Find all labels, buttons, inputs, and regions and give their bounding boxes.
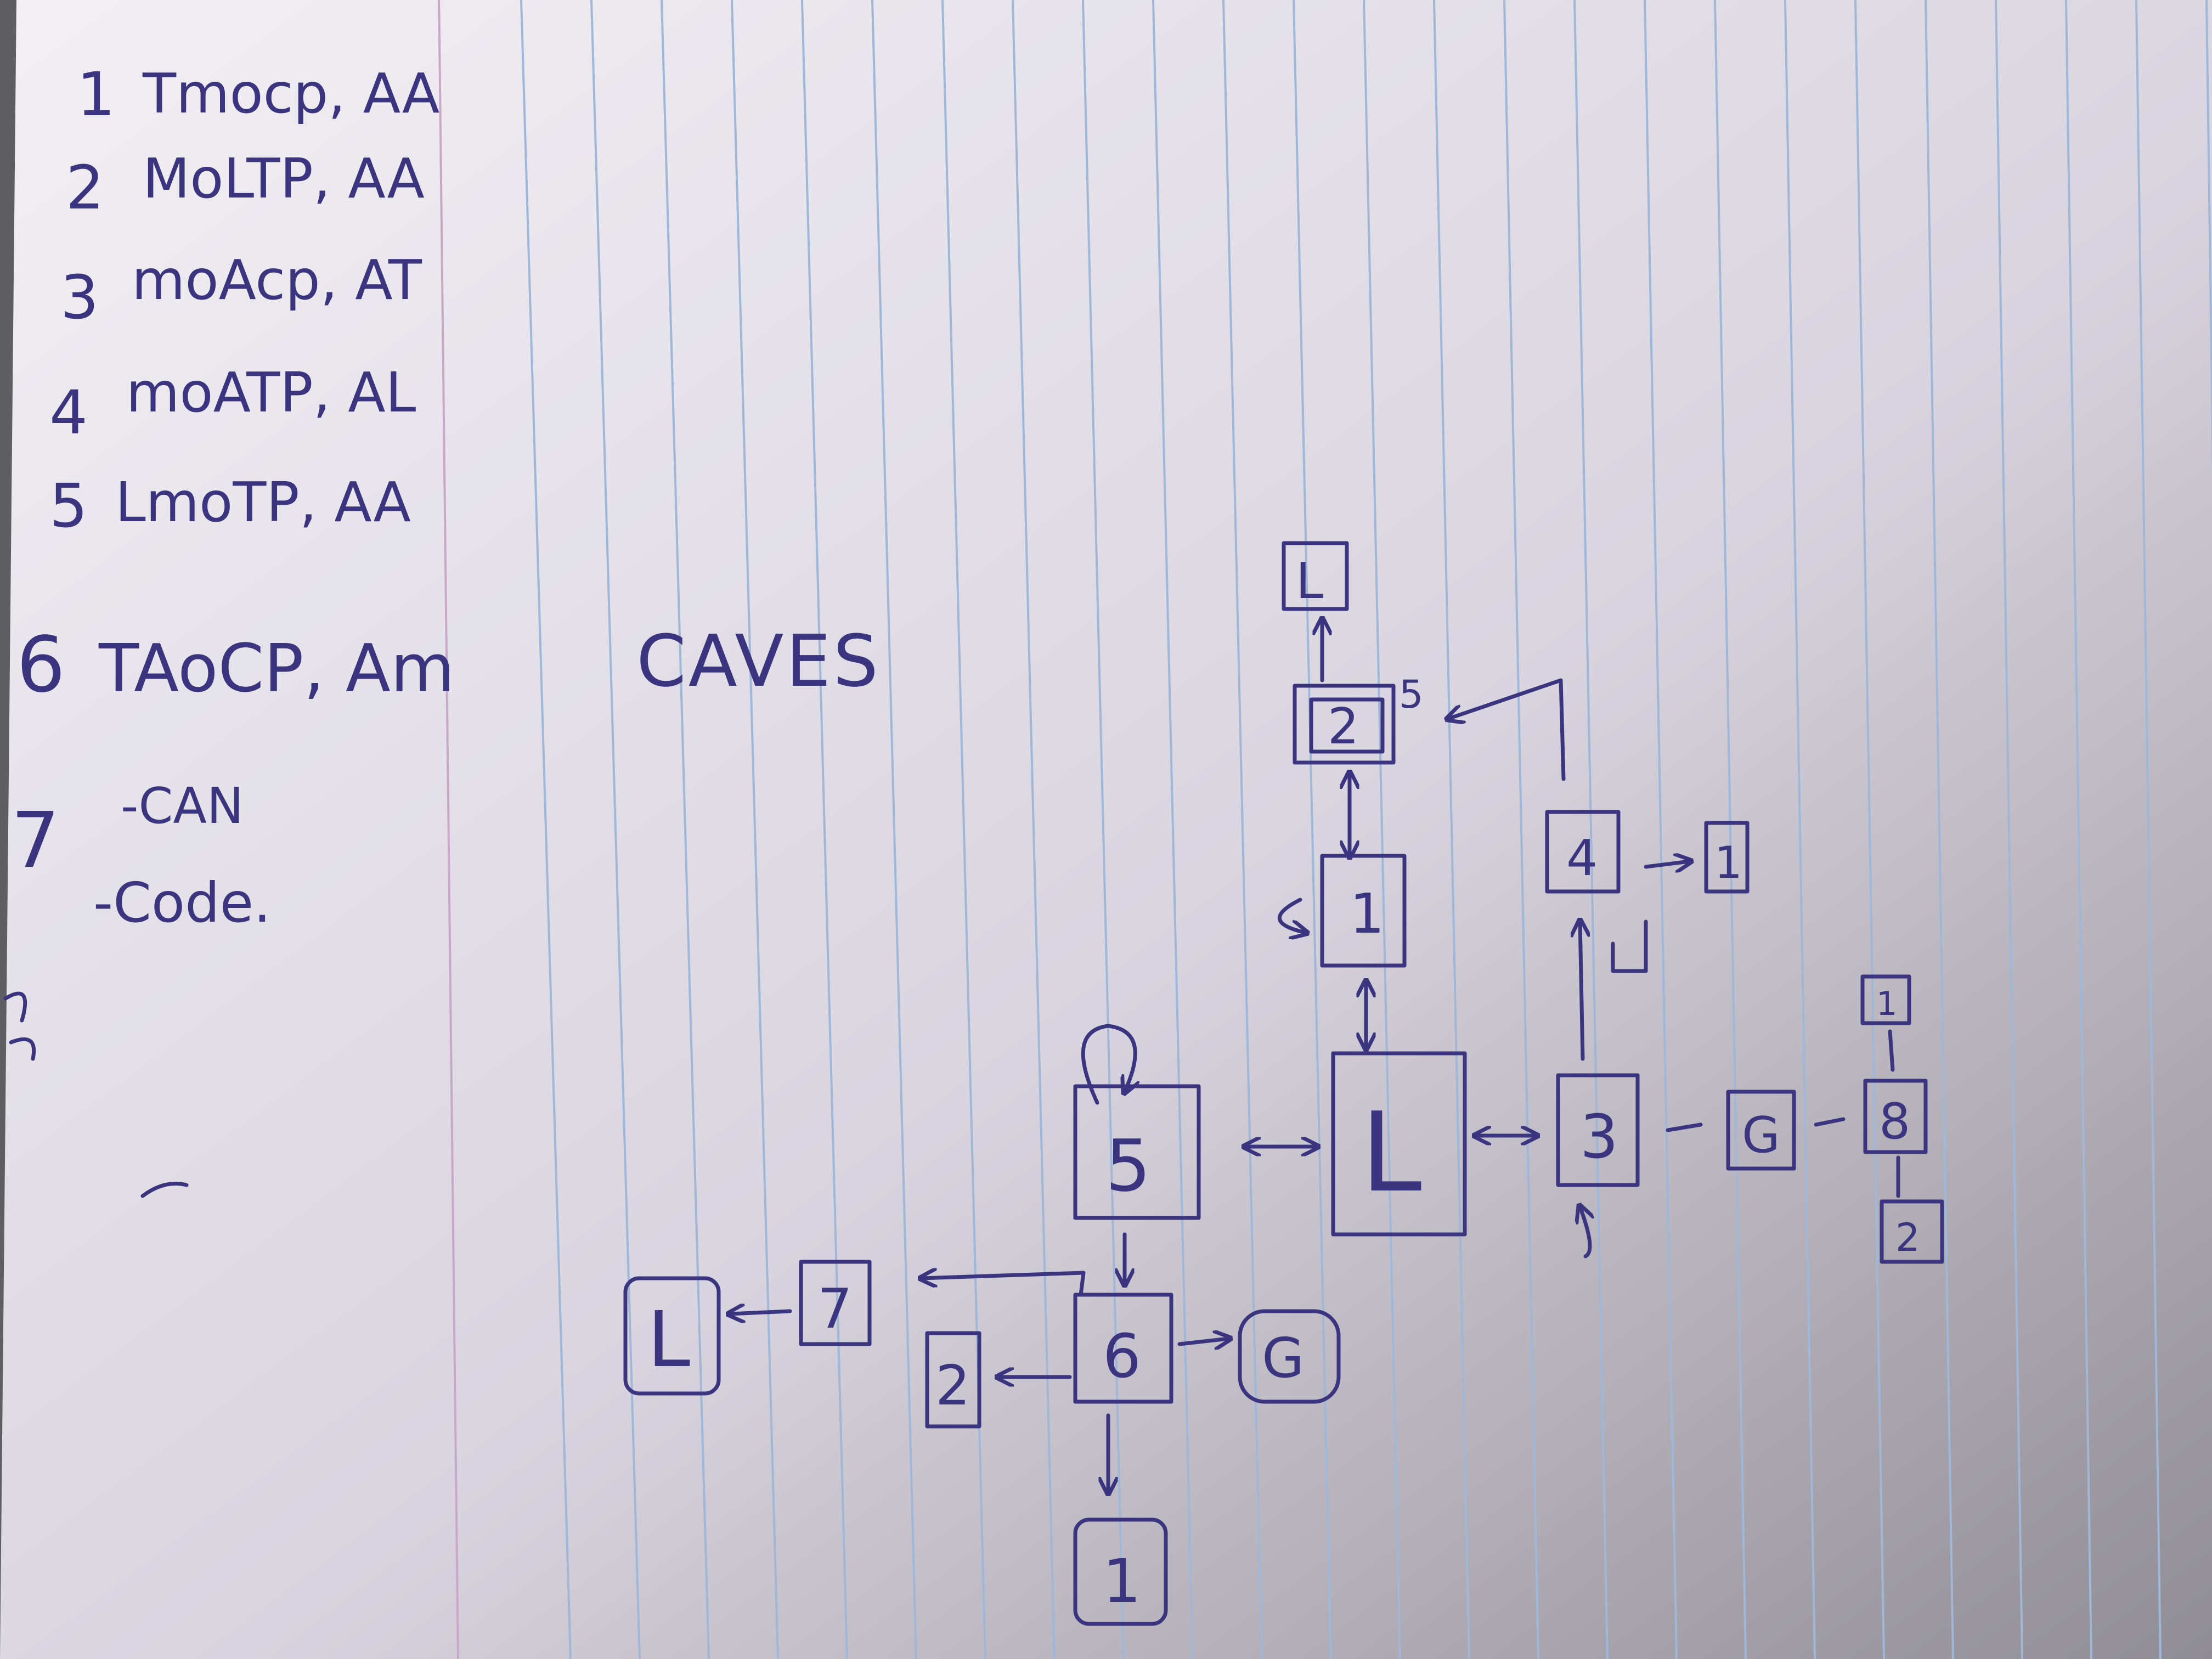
note-num-7: 7	[11, 796, 60, 885]
node-box-6-right	[1238, 1309, 1341, 1404]
node-box-top-l	[1282, 541, 1349, 611]
node-top-l: L	[1296, 552, 1323, 610]
rule-line	[2205, 0, 2212, 475]
rule-line	[731, 0, 779, 1659]
rule-line	[661, 0, 710, 1659]
notes-list: 1 Tmocp, AA 2 MoLTP, AA 3 moAcp, AT 4 mo…	[3, 59, 455, 1198]
rule-line	[1573, 0, 1609, 1659]
node-left-l: L	[647, 1295, 690, 1385]
rule-line	[1082, 0, 1125, 1659]
rule-line	[1152, 0, 1194, 1659]
note-num-1: 1	[77, 59, 115, 129]
node-g: G	[1742, 1107, 1780, 1164]
node-box-8-top	[1860, 974, 1911, 1025]
node-4-right: 1	[1714, 837, 1742, 888]
note-num-5: 5	[49, 471, 88, 541]
rule-line	[1503, 0, 1539, 1659]
node-4: 4	[1566, 830, 1598, 887]
node-box-4-right	[1704, 821, 1750, 894]
note-num-4: 4	[49, 377, 88, 448]
node-8: 8	[1879, 1093, 1910, 1150]
rule-line	[1012, 0, 1056, 1659]
node-box-4	[1545, 810, 1621, 894]
node-2-note: 5	[1399, 672, 1424, 717]
node-box-3	[1556, 1073, 1640, 1187]
node-box-center-l	[1331, 1051, 1467, 1237]
note-text-5: LmoTP, AA	[115, 470, 411, 534]
rule-line	[1784, 0, 1816, 1659]
node-box-g	[1726, 1090, 1796, 1171]
node-box-8-bottom	[1880, 1199, 1944, 1264]
node-6-right: G	[1262, 1326, 1305, 1390]
dash-mark	[140, 1182, 189, 1198]
note-text-2: MoLTP, AA	[143, 146, 425, 211]
rule-line	[1363, 0, 1401, 1659]
rule-line	[1644, 0, 1678, 1659]
node-box-left-l	[623, 1276, 721, 1396]
node-6: 6	[1103, 1321, 1141, 1391]
rule-line	[1925, 0, 1954, 1659]
node-6-bottom: 1	[1103, 1546, 1141, 1616]
rule-line	[590, 0, 641, 1659]
node-2: 2	[1328, 698, 1359, 755]
node-box-2	[1293, 684, 1396, 765]
note-num-2: 2	[66, 153, 104, 223]
note-num-3: 3	[60, 262, 99, 332]
rule-line	[1222, 0, 1263, 1659]
note-text-6: TAoCP, Am	[98, 631, 455, 707]
node-5: 5	[1105, 1124, 1151, 1207]
rule-line	[871, 0, 917, 1659]
rule-line	[801, 0, 848, 1659]
node-box-6-bottom	[1073, 1517, 1168, 1626]
rule-line	[2065, 0, 2092, 1659]
rule-line	[520, 0, 572, 1659]
node-box-6-left	[925, 1331, 981, 1429]
note-text-4: moATP, AL	[126, 360, 416, 425]
rule-line	[1293, 0, 1332, 1659]
note-num-6: 6	[16, 620, 65, 710]
node-1: 1	[1350, 882, 1385, 946]
caves-label: CAVES	[636, 619, 881, 703]
node-center-l: L	[1361, 1089, 1421, 1217]
cave-map: L 2 5 1 L 4 1 3 G	[623, 541, 1944, 1626]
node-box-1	[1320, 854, 1407, 968]
node-3: 3	[1580, 1102, 1618, 1172]
node-7: 7	[817, 1277, 853, 1341]
node-box-6	[1073, 1293, 1173, 1404]
note-text-3: moAcp, AT	[132, 248, 422, 312]
rule-line	[1714, 0, 1747, 1659]
node-8-bottom: 2	[1895, 1215, 1920, 1260]
rule-line	[1854, 0, 1885, 1659]
note-text-7b: -Code.	[93, 871, 271, 935]
rule-line	[1995, 0, 2023, 1659]
node-box-7	[799, 1260, 872, 1346]
scribble-mark	[3, 991, 36, 1061]
node-box-8	[1863, 1079, 1928, 1154]
rule-line	[2135, 0, 2162, 1659]
note-text-7a: -CAN	[121, 777, 244, 835]
rule-line	[1433, 0, 1470, 1659]
note-text-1: Tmocp, AA	[142, 61, 439, 126]
node-8-top: 1	[1876, 985, 1897, 1023]
node-6-left: 2	[935, 1353, 970, 1418]
